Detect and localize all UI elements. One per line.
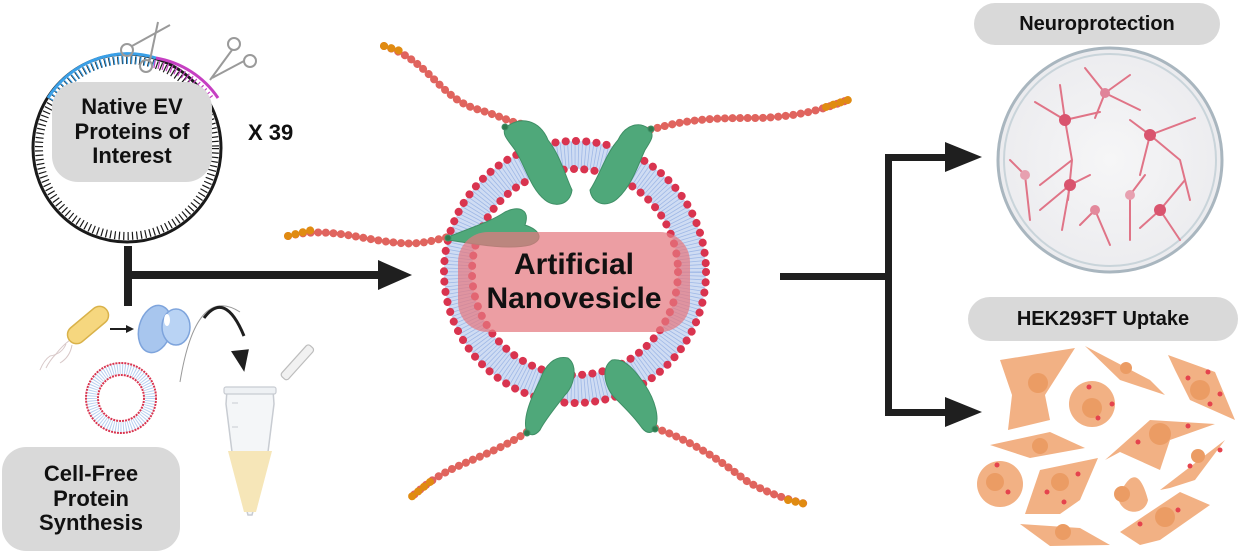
- label-line: Interest: [92, 143, 172, 169]
- cell-free-protein-synthesis-label: Cell-Free Protein Synthesis: [2, 447, 180, 551]
- label-line: Native EV: [81, 94, 183, 120]
- synthesis-arrow: [124, 246, 412, 306]
- branch-arrow: [780, 142, 982, 427]
- scissors-icon: [120, 21, 171, 73]
- label-line: Nanovesicle: [486, 282, 662, 315]
- neuroprotection-label: Neuroprotection: [974, 3, 1220, 45]
- label-line: Cell-Free: [43, 461, 139, 487]
- artificial-nanovesicle-label: Artificial Nanovesicle: [458, 232, 690, 332]
- native-ev-proteins-label: Native EV Proteins of Interest: [52, 82, 212, 182]
- microtube-icon: [223, 344, 315, 516]
- hek293ft-uptake-label: HEK293FT Uptake: [968, 297, 1238, 341]
- multiplier-label: X 39: [248, 120, 294, 145]
- small-arrow: [110, 325, 134, 333]
- curved-arrow: [179, 305, 249, 383]
- bacterium-icon: [39, 305, 110, 371]
- ribosome-icon: [137, 304, 191, 354]
- neuron-dish-icon: [996, 46, 1224, 274]
- cells-icon: [977, 346, 1235, 546]
- label-line: Proteins of: [74, 118, 190, 144]
- label-line: Artificial: [513, 247, 635, 281]
- scissors-icon: [209, 37, 257, 81]
- protein-chains: [284, 42, 852, 509]
- label-line: Synthesis: [39, 510, 143, 536]
- label-line: Protein: [53, 485, 129, 511]
- liposome-icon: [85, 362, 157, 434]
